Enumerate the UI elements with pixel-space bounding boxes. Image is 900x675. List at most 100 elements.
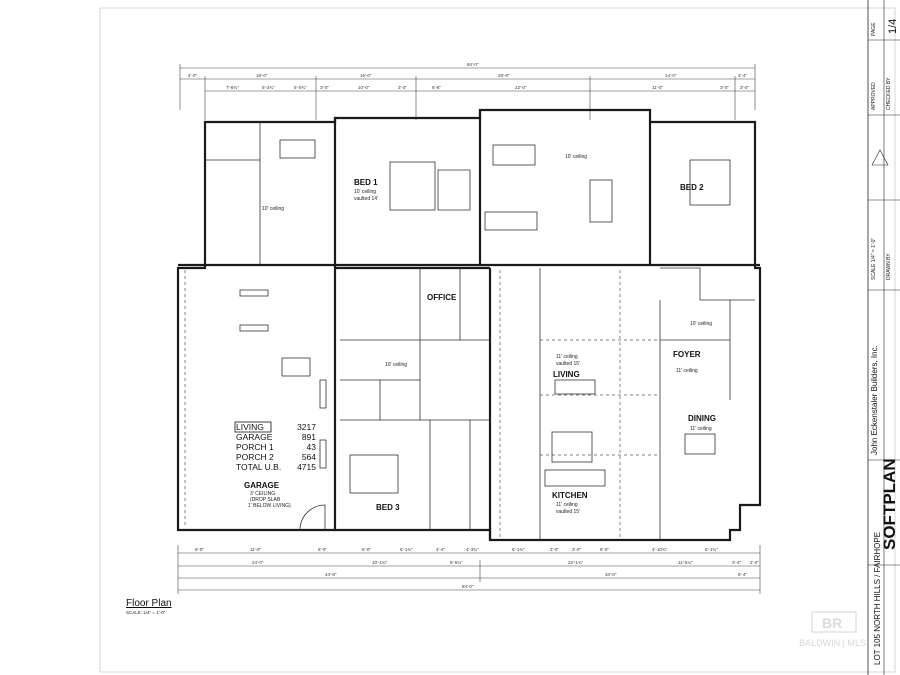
- north-arrow-icon: [871, 149, 889, 166]
- drawn-by-field: DRAWN BY: [886, 253, 892, 280]
- dim-top-r2-4: 3'-0": [320, 85, 329, 90]
- dim-top-r2-8: 22'-0": [515, 85, 527, 90]
- room-label-bed1: BED 1: [354, 178, 378, 187]
- sheet-border: [99, 7, 896, 673]
- dining-table-great-room: [589, 179, 613, 223]
- area-value: 891: [302, 432, 316, 442]
- bathtub: [279, 139, 316, 159]
- great-room-ceiling: 10' ceiling: [565, 154, 587, 160]
- dim-top-2: 18'-0": [256, 73, 268, 78]
- dim-bottom-r2-2: 10'-1¾": [372, 560, 388, 565]
- dim-top-r2-10: 3'-0": [720, 85, 729, 90]
- page-label: PAGE: [871, 22, 877, 36]
- dim-bottom-3: 6'-0": [318, 547, 327, 552]
- dim-top-r2-6: 3'-0": [398, 85, 407, 90]
- area-label: TOTAL U.B.: [236, 462, 281, 472]
- scale-field: SCALE 1/4" = 1'-0": [871, 238, 877, 280]
- dim-bottom-r2-4: 22'-1¾": [568, 560, 584, 565]
- bath-ceiling: 10' ceiling: [262, 206, 284, 212]
- room-label-living: LIVING: [553, 370, 580, 379]
- sofa: [492, 144, 536, 166]
- dim-bottom-r2-7: 2'-0": [750, 560, 759, 565]
- dim-bottom-r3-1: 44'-8": [325, 572, 337, 577]
- kitchen-island: [544, 469, 606, 487]
- checked-by-field: CHECKED BY: [886, 77, 892, 110]
- area-value: 43: [307, 442, 317, 452]
- kitchen-ceiling-vault: vaulted 15': [556, 509, 580, 515]
- dim-bottom-12: 4'-10¾": [652, 547, 668, 552]
- dim-top-3: 16'-0": [360, 73, 372, 78]
- dim-bottom-5: 6'-1¾": [400, 547, 413, 552]
- dim-bottom-10: 3'-0": [572, 547, 581, 552]
- dim-top-r2-1: 7'-8¾": [226, 85, 239, 90]
- dim-bottom-r2-5: 11'-5¼": [678, 560, 693, 565]
- bed3-bed: [349, 454, 399, 494]
- dim-bottom-r2-1: 24'-0": [252, 560, 264, 565]
- room-label-foyer: FOYER: [673, 350, 701, 359]
- bed2-ceiling: 10' ceiling: [690, 321, 712, 327]
- living-ceiling-vault: vaulted 15': [556, 361, 580, 367]
- exterior-walls: [176, 108, 762, 542]
- living-sofa: [554, 379, 596, 395]
- garage-note-3: 1' BELOW LIVING): [248, 503, 291, 509]
- room-label-garage: GARAGE: [244, 481, 280, 490]
- kitchen-ceiling: 11' ceiling: [556, 502, 578, 508]
- dim-bottom-4: 6'-0": [362, 547, 371, 552]
- drawing-title: Floor Plan: [126, 598, 172, 609]
- drawing-scale: SCALE: 1/4" = 1'-0": [126, 610, 166, 615]
- living-ceiling: 11' ceiling: [556, 354, 578, 360]
- furniture: [239, 139, 731, 531]
- area-label: LIVING: [236, 422, 264, 432]
- dim-top-overall: 84'-0": [467, 62, 479, 67]
- bed1-bed: [389, 161, 436, 211]
- bottom-dimensions: [177, 545, 761, 594]
- dim-bottom-2: 11'-0": [250, 547, 262, 552]
- dim-top-r2-7: 6'-8": [432, 85, 441, 90]
- builder-name: John Eckenstaler Builders, Inc.: [870, 345, 879, 455]
- dim-top-1: 4'-0": [188, 73, 197, 78]
- area-label: GARAGE: [236, 432, 273, 442]
- dim-bottom-8: 6'-1¾": [512, 547, 525, 552]
- dim-bottom-r2-3: 8'-6¼": [450, 560, 463, 565]
- dim-top-4: 28'-8": [498, 73, 510, 78]
- dim-top-r2-9: 11'-0": [652, 85, 664, 90]
- softplan-logo: SOFTPLAN: [880, 458, 899, 550]
- dim-bottom-overall: 84'-0": [462, 584, 474, 589]
- dim-top-r2-5: 10'-0": [358, 85, 370, 90]
- garage-marker: [281, 357, 311, 377]
- foyer-ceiling: 11' ceiling: [676, 368, 698, 374]
- area-value: 4715: [297, 462, 316, 472]
- kitchen-seating: [551, 431, 593, 463]
- dim-bottom-6: 4'-4": [436, 547, 445, 552]
- dim-top-r2-2: 5'-2¾": [262, 85, 275, 90]
- dining-ceiling: 11' ceiling: [690, 426, 712, 432]
- room-label-bed3: BED 3: [376, 503, 400, 512]
- page-number: 1/4: [887, 19, 899, 34]
- area-label: PORCH 2: [236, 452, 274, 462]
- interior-walls: [184, 122, 755, 540]
- dim-bottom-13: 6'-1¾": [705, 547, 718, 552]
- approved-field: APPROVED: [871, 82, 877, 110]
- room-label-kitchen: KITCHEN: [552, 491, 588, 500]
- dim-bottom-r2-6: 3'-4": [732, 560, 741, 565]
- dim-bottom-r3-3: 5'-4": [738, 572, 747, 577]
- dim-bottom-1: 6'-0": [195, 547, 204, 552]
- room-label-dining: DINING: [688, 414, 716, 423]
- dim-top-6: 3'-4": [738, 73, 747, 78]
- garage-note-2: (DROP SLAB: [250, 497, 281, 503]
- dining-table: [684, 433, 716, 455]
- bed2-bed: [689, 159, 731, 206]
- dim-top-r2-3: 5'-0¾": [294, 85, 307, 90]
- svg-text:BR: BR: [822, 615, 842, 631]
- dim-top-5: 14'-0": [665, 73, 677, 78]
- dim-bottom-11: 8'-0": [600, 547, 609, 552]
- room-label-office: OFFICE: [427, 293, 457, 302]
- baldwin-mls-watermark: BR BALDWIN | MLS: [799, 611, 866, 648]
- garage-door-swing: [299, 504, 326, 531]
- dim-bottom-9: 3'-0": [550, 547, 559, 552]
- dim-bottom-r3-2: 34'-0": [605, 572, 617, 577]
- title-block: [867, 0, 900, 675]
- room-label-bed2: BED 2: [680, 183, 704, 192]
